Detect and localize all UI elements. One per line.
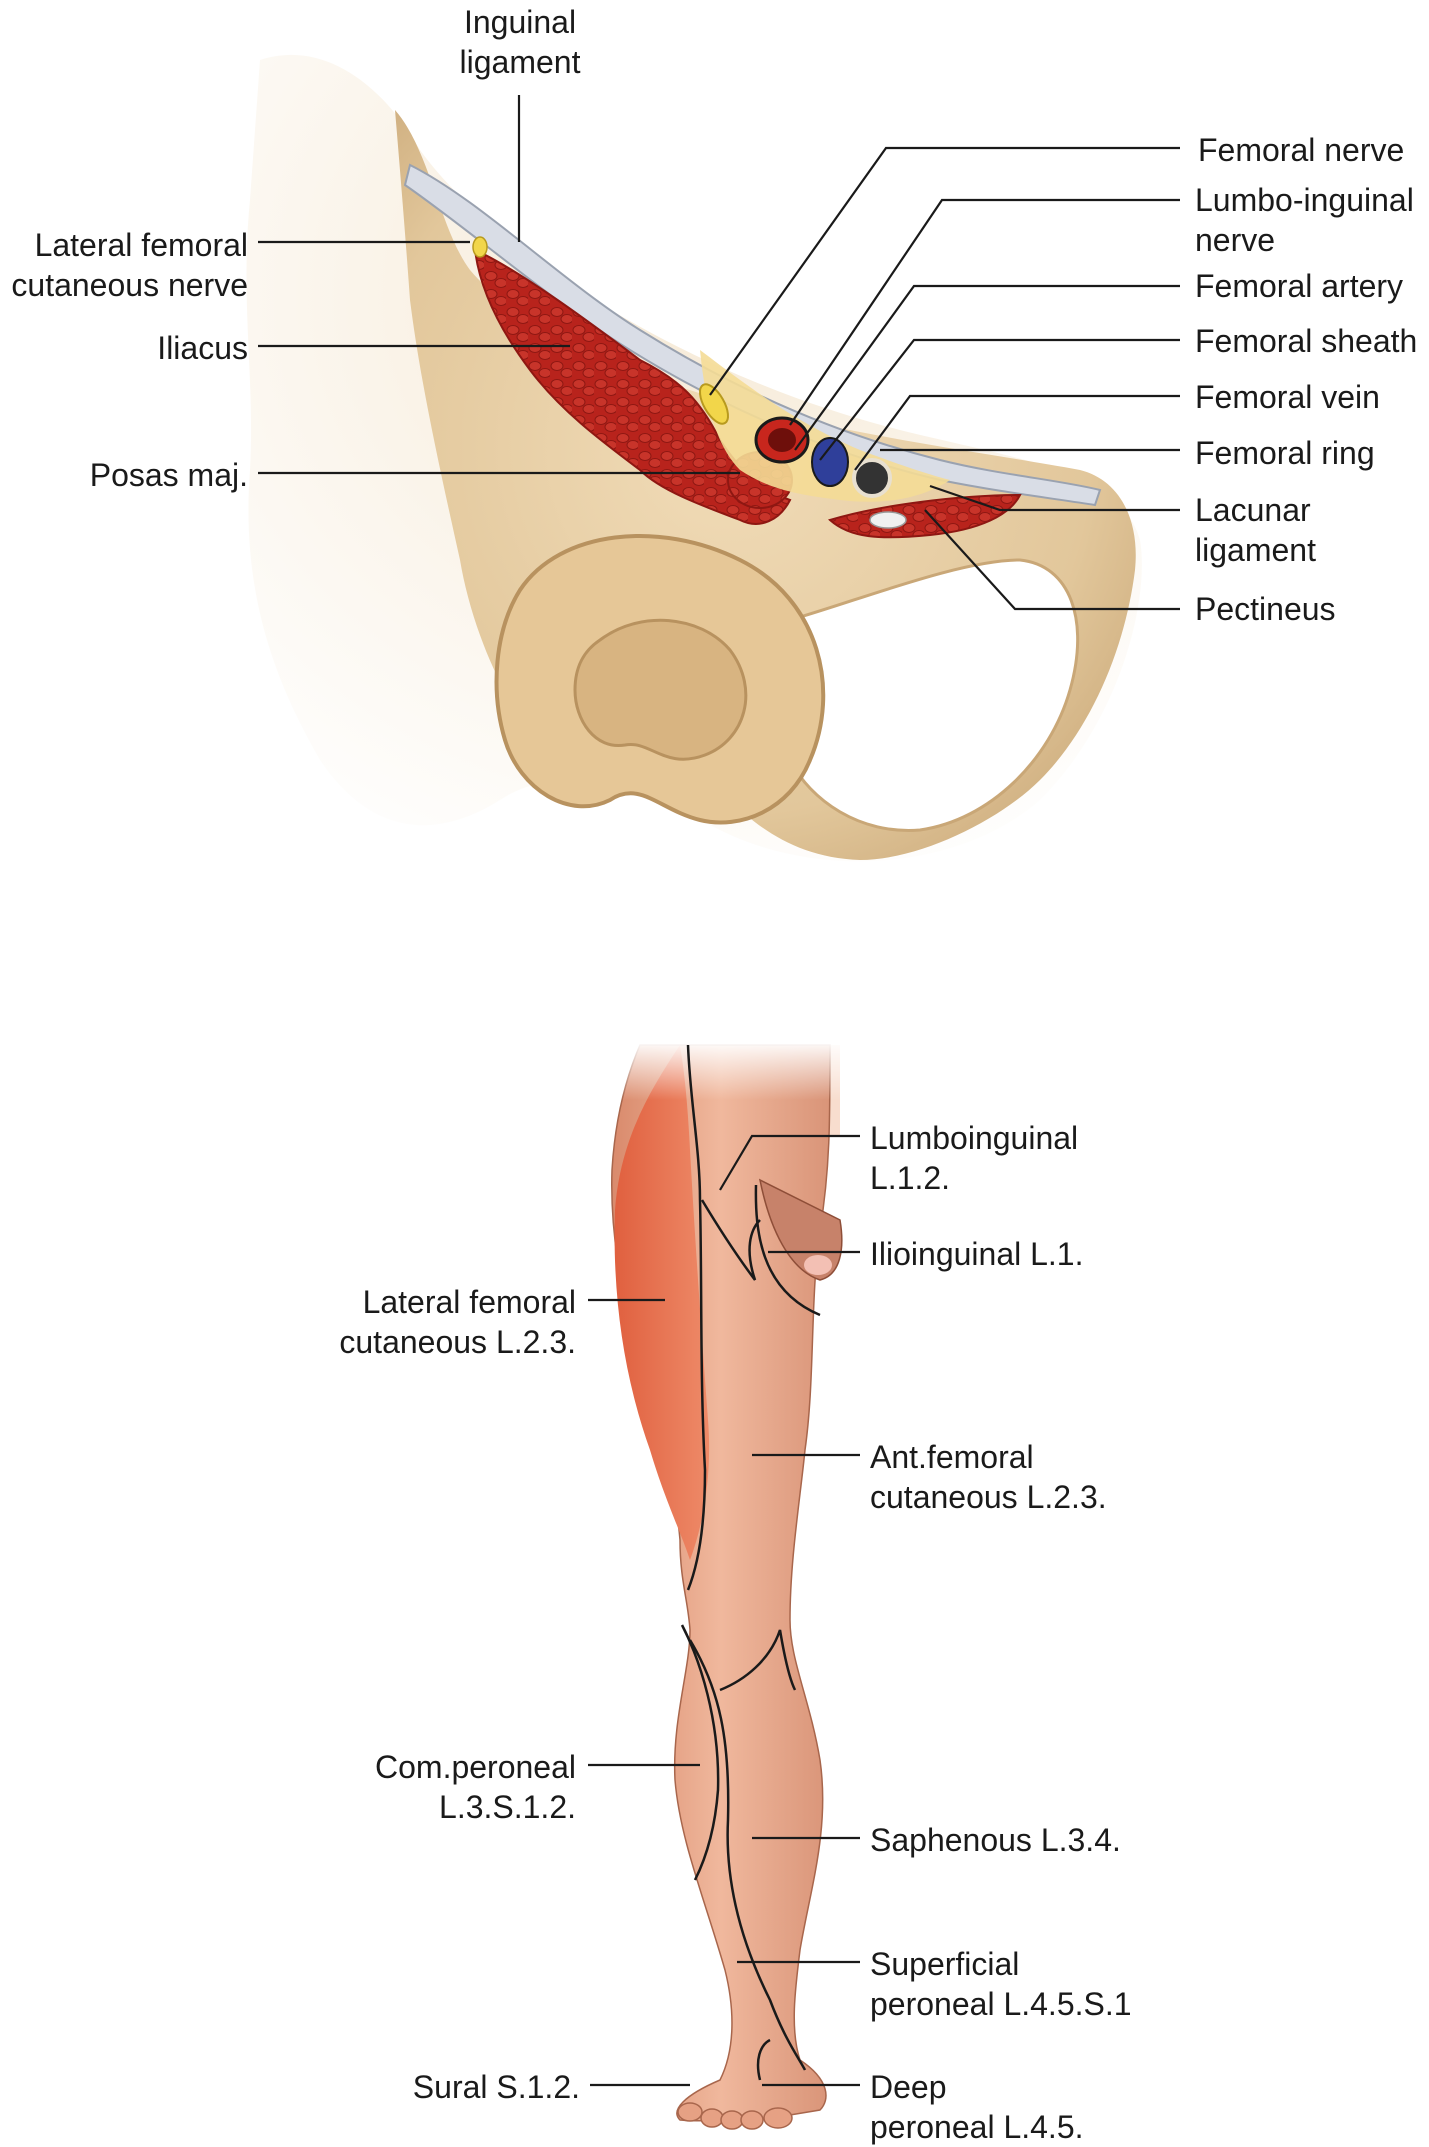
pelvis-illustration	[246, 54, 1142, 862]
label-femoral-artery: Femoral artery	[1195, 268, 1404, 304]
lateral-femoral-cutaneous-nerve-shape	[472, 236, 488, 258]
femoral-sheath-fat	[700, 350, 950, 502]
inguinal-ligament-band	[403, 163, 1102, 507]
label-deep-peroneal: Deep peroneal L.4.5.	[870, 2069, 1084, 2145]
femoral-ring-shape	[852, 458, 892, 498]
label-saphenous: Saphenous L.3.4.	[870, 1822, 1121, 1858]
acetabular-fossa	[573, 618, 748, 761]
label-femoral-ring: Femoral ring	[1195, 435, 1375, 471]
lateral-femoral-cutaneous-zone	[614, 1045, 710, 1560]
leg-illustration	[600, 1040, 860, 2130]
label-femoral-sheath: Femoral sheath	[1195, 323, 1418, 359]
dermatome-boundaries	[680, 1044, 821, 2081]
leader-lumboinguinal	[719, 1134, 860, 1191]
femoral-vein-shape	[811, 437, 849, 487]
label-lumboinguinal: Lumboinguinal L.1.2.	[870, 1120, 1079, 1196]
label-psoas-major: Posas maj.	[89, 457, 248, 493]
label-anterior-femoral-cutaneous: Ant.femoral cutaneous L.2.3.	[870, 1439, 1107, 1515]
toes	[677, 2102, 793, 2130]
leader-lumbo-inguinal-nerve	[789, 198, 1180, 426]
leader-lines	[258, 95, 1180, 2087]
leader-lacunar-ligament	[929, 484, 1180, 512]
iliacus-muscle	[473, 248, 792, 525]
groin-bulge	[758, 1178, 843, 1281]
leader-femoral-artery	[794, 284, 1180, 451]
label-common-peroneal: Com.peroneal L.3.S.1.2.	[375, 1749, 576, 1825]
label-lacunar-ligament: Lacunar ligament	[1195, 492, 1316, 568]
label-femoral-nerve: Femoral nerve	[1198, 132, 1405, 168]
leader-femoral-sheath	[819, 338, 1180, 461]
label-superficial-peroneal: Superficial peroneal L.4.5.S.1	[870, 1946, 1132, 2022]
label-inguinal-ligament: Inguinal ligament	[459, 4, 581, 80]
leader-pectineus	[924, 509, 1180, 611]
label-iliacus: Iliacus	[157, 330, 248, 366]
label-lateral-femoral-cutaneous-nerve: Lateral femoral cutaneous nerve	[11, 227, 248, 303]
obturator-bundle	[869, 511, 907, 529]
femoral-nerve-shape	[699, 383, 729, 425]
leader-femoral-nerve	[709, 146, 1180, 396]
label-lumbo-inguinal-nerve: Lumbo-inguinal nerve	[1195, 182, 1414, 258]
label-ilioinguinal: Ilioinguinal L.1.	[870, 1236, 1084, 1272]
leader-femoral-vein	[854, 394, 1180, 471]
label-sural: Sural S.1.2.	[412, 2069, 580, 2105]
label-pectineus: Pectineus	[1195, 591, 1336, 627]
label-femoral-vein: Femoral vein	[1195, 379, 1380, 415]
label-lateral-femoral-cutaneous: Lateral femoral cutaneous L.2.3.	[339, 1284, 576, 1360]
